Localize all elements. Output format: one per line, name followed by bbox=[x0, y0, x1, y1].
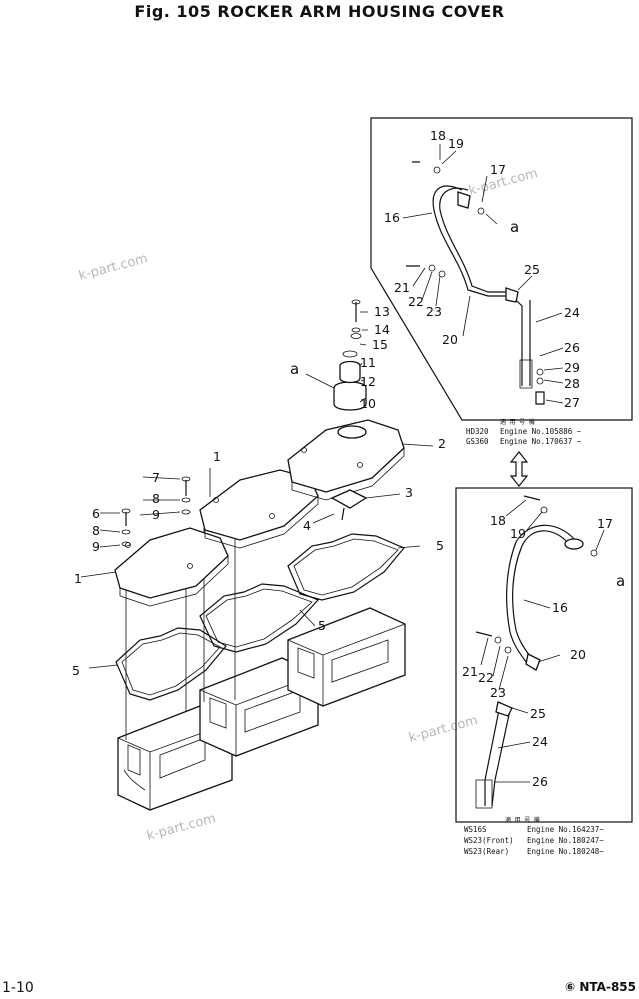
inset-top-callout-19: 19 bbox=[448, 136, 464, 151]
inset-top-callout-16: 16 bbox=[384, 210, 400, 225]
inset-bottom-callout-22: 22 bbox=[478, 670, 494, 685]
inset-bottom-model-2: WS23(Front) bbox=[464, 836, 514, 845]
inset-top-frame bbox=[370, 117, 633, 421]
inset-top-callout-18: 18 bbox=[430, 128, 446, 143]
gasket-rear bbox=[115, 627, 227, 701]
inset-bottom-engine-2: Engine No.180247~ bbox=[527, 836, 604, 845]
inset-bottom-callout-21: 21 bbox=[462, 664, 478, 679]
inset-bottom-engine-3: Engine No.180248~ bbox=[527, 847, 604, 856]
callout-15: 15 bbox=[372, 337, 388, 352]
cover-center bbox=[199, 469, 319, 549]
inset-bottom-model-3: WS23(Rear) bbox=[464, 847, 509, 856]
inset-top-callout-17: 17 bbox=[490, 162, 506, 177]
callout-11: 11 bbox=[360, 355, 376, 370]
drawing-code: ⑥ NTA-855 bbox=[565, 980, 636, 994]
inset-top-callout-22: 22 bbox=[408, 294, 424, 309]
watermark-4: k-part.com bbox=[407, 713, 479, 746]
callout-5-center: 5 bbox=[318, 618, 326, 633]
rocker-housing-front bbox=[287, 607, 406, 707]
callout-2: 2 bbox=[438, 436, 446, 451]
inset-top-callout-23: 23 bbox=[426, 304, 442, 319]
inset-top-callout-28: 28 bbox=[564, 376, 580, 391]
inset-top-model-2: GS360 bbox=[466, 437, 489, 446]
figure-title: Fig. 105 ROCKER ARM HOUSING COVER bbox=[134, 2, 505, 21]
inset-top-callout-20: 20 bbox=[442, 332, 458, 347]
inset-bottom-engine-1: Engine No.164237~ bbox=[527, 825, 604, 834]
inset-top-callout-21: 21 bbox=[394, 280, 410, 295]
inset-bottom-frame bbox=[455, 487, 633, 823]
inset-bottom-callout-19: 19 bbox=[510, 526, 526, 541]
inset-top-model-1: HD320 bbox=[466, 427, 489, 436]
callout-3: 3 bbox=[405, 485, 413, 500]
breather-assembly bbox=[333, 299, 367, 411]
callout-14: 14 bbox=[374, 322, 390, 337]
inset-bottom-callout-a: a bbox=[616, 572, 625, 590]
callout-8-center: 8 bbox=[152, 491, 160, 506]
inset-top-callout-26: 26 bbox=[564, 340, 580, 355]
inset-top-applicability-header: 適 用 号 機 bbox=[500, 418, 535, 426]
inset-top-callout-24: 24 bbox=[564, 305, 580, 320]
callout-13: 13 bbox=[374, 304, 390, 319]
inset-top-callout-29: 29 bbox=[564, 360, 580, 375]
page-number: 1-10 bbox=[2, 980, 34, 996]
watermark-3: k-part.com bbox=[145, 811, 217, 844]
inset-bottom-callout-18: 18 bbox=[490, 513, 506, 528]
callout-7: 7 bbox=[152, 470, 160, 485]
inset-bottom-callout-25: 25 bbox=[530, 706, 546, 721]
gasket-front bbox=[287, 533, 405, 601]
inset-bottom-callout-23: 23 bbox=[490, 685, 506, 700]
inset-bottom-pipe bbox=[475, 495, 598, 809]
callout-1-rear: 1 bbox=[74, 571, 82, 586]
callout-a-main: a bbox=[290, 360, 299, 378]
inset-bottom-callout-24: 24 bbox=[532, 734, 548, 749]
cover-rear bbox=[114, 527, 229, 607]
cover-front bbox=[287, 419, 405, 501]
inset-top-callout-25: 25 bbox=[524, 262, 540, 277]
callout-5-front: 5 bbox=[436, 538, 444, 553]
callout-5-rear: 5 bbox=[72, 663, 80, 678]
inset-bottom-callout-20: 20 bbox=[570, 647, 586, 662]
inset-top-engine-2: Engine No.170637 ~ bbox=[500, 437, 582, 446]
oil-filler-part-3 bbox=[330, 489, 368, 521]
alternate-arrow bbox=[509, 451, 529, 487]
callout-12: 12 bbox=[360, 374, 376, 389]
callout-8-rear: 8 bbox=[92, 523, 100, 538]
inset-bottom-model-1: WS16S bbox=[464, 825, 487, 834]
callout-10: 10 bbox=[360, 396, 376, 411]
inset-bottom-callout-16: 16 bbox=[552, 600, 568, 615]
inset-top-callout-a: a bbox=[510, 218, 519, 236]
gasket-center bbox=[199, 583, 320, 653]
inset-bottom-callout-26: 26 bbox=[532, 774, 548, 789]
inset-top-engine-1: Engine No.105886 ~ bbox=[500, 427, 582, 436]
callout-9-rear: 9 bbox=[92, 539, 100, 554]
inset-bottom-callout-17: 17 bbox=[597, 516, 613, 531]
callout-6: 6 bbox=[92, 506, 100, 521]
callout-1-center: 1 bbox=[213, 449, 221, 464]
watermark-1: k-part.com bbox=[77, 251, 149, 284]
callout-4: 4 bbox=[303, 518, 311, 533]
inset-bottom-applicability-header: 適 用 号 機 bbox=[505, 816, 540, 824]
inset-top-pipe bbox=[406, 161, 545, 405]
inset-top-callout-27: 27 bbox=[564, 395, 580, 410]
callout-9-center: 9 bbox=[152, 507, 160, 522]
